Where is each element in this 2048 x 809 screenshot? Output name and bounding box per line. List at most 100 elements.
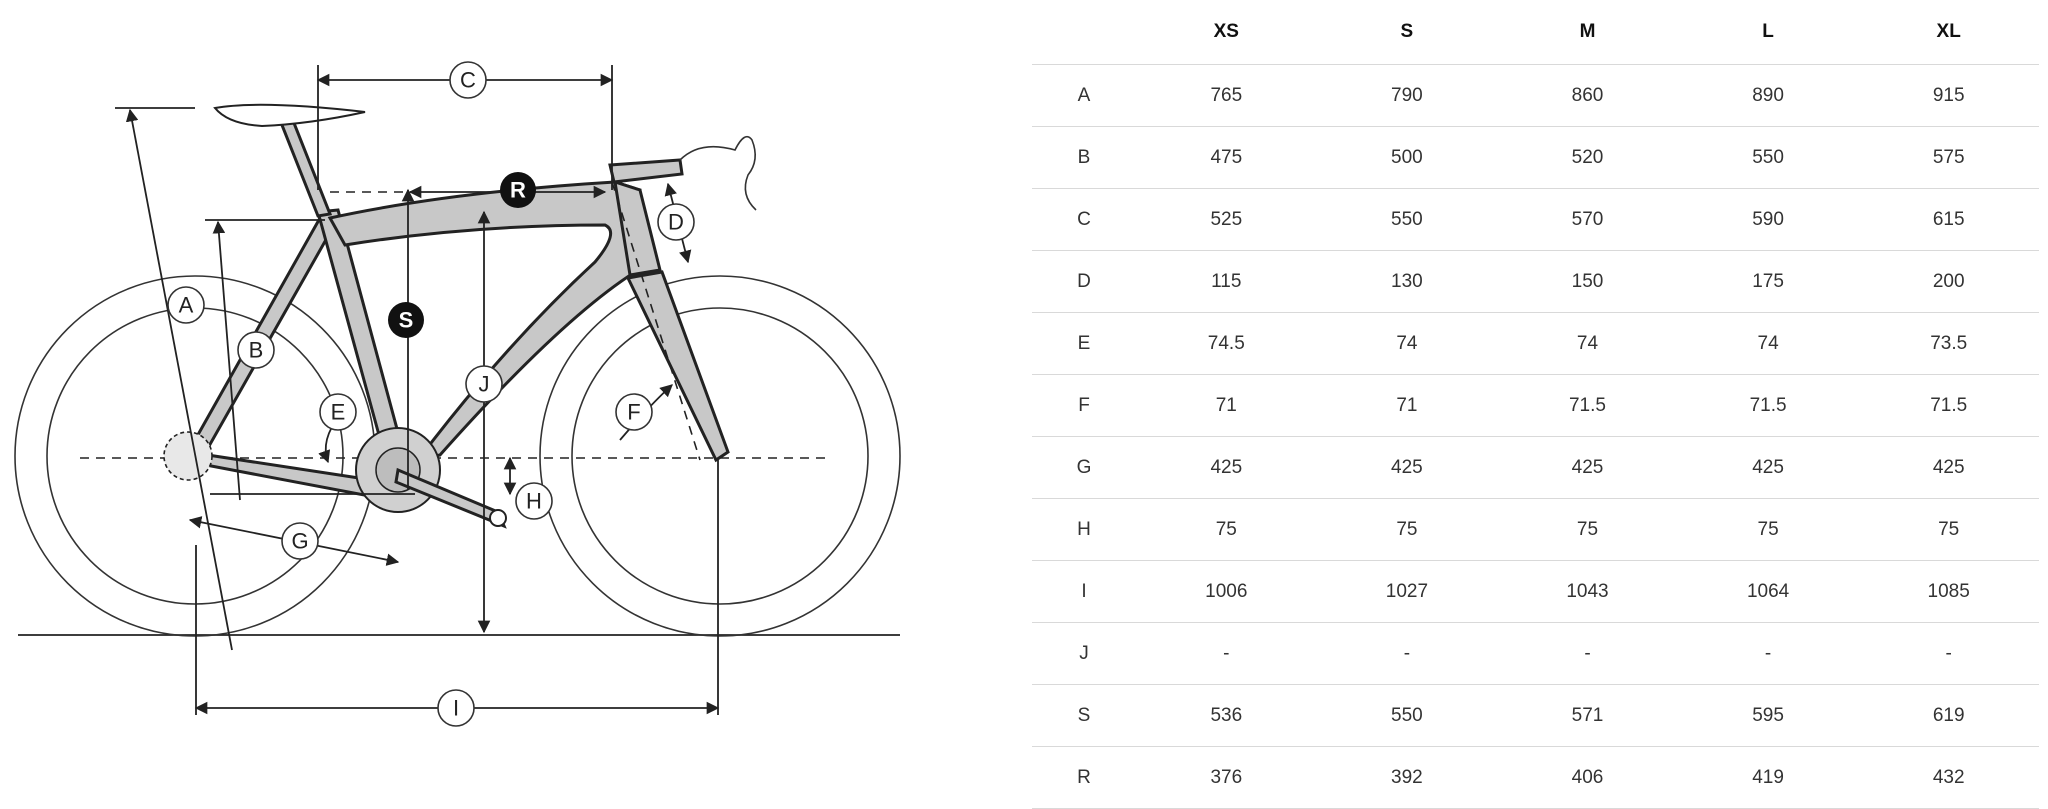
label-A: A (167, 286, 205, 324)
crank-arm (394, 467, 507, 529)
cell: 536 (1136, 684, 1317, 747)
row-label: B (1032, 126, 1136, 189)
cell: 915 (1858, 64, 2039, 127)
cell: 425 (1858, 436, 2039, 499)
cell: - (1858, 622, 2039, 685)
row-label: E (1032, 312, 1136, 375)
cell: 200 (1858, 250, 2039, 313)
cell: 765 (1136, 64, 1317, 127)
cell: 75 (1136, 498, 1317, 561)
cell: 75 (1677, 498, 1859, 561)
table-row: F 71 71 71.5 71.5 71.5 (1032, 374, 2039, 437)
cell: 1064 (1677, 560, 1859, 623)
table-header-row: XS S M L XL (1032, 0, 2039, 65)
cell: 1085 (1858, 560, 2039, 623)
cell: 71.5 (1858, 374, 2039, 437)
cell: 890 (1677, 64, 1859, 127)
label-I: I (437, 689, 475, 727)
label-B: B (237, 331, 275, 369)
row-label: G (1032, 436, 1136, 499)
svg-text:F: F (627, 400, 640, 425)
svg-text:I: I (453, 696, 459, 721)
table-row: R 376 392 406 419 432 (1032, 746, 2039, 809)
label-C: C (449, 61, 487, 99)
cell: 71 (1136, 374, 1317, 437)
row-label: R (1032, 746, 1136, 809)
cell: 115 (1136, 250, 1317, 313)
cell: 406 (1497, 746, 1678, 809)
cell: 425 (1497, 436, 1678, 499)
cell: 550 (1316, 188, 1498, 251)
row-label: I (1032, 560, 1136, 623)
row-label: H (1032, 498, 1136, 561)
header-blank (1032, 0, 1136, 65)
row-label: S (1032, 684, 1136, 747)
stem (608, 158, 684, 184)
cell: 175 (1677, 250, 1859, 313)
table-row: J - - - - - (1032, 622, 2039, 685)
cell: 1006 (1136, 560, 1317, 623)
svg-text:R: R (510, 178, 526, 203)
header-size-m: M (1497, 0, 1678, 65)
row-label: F (1032, 374, 1136, 437)
cell: 525 (1136, 188, 1317, 251)
cell: 520 (1497, 126, 1678, 189)
cell: 570 (1497, 188, 1678, 251)
svg-text:D: D (668, 210, 684, 235)
cell: 376 (1136, 746, 1317, 809)
cell: 615 (1858, 188, 2039, 251)
cell: 860 (1497, 64, 1678, 127)
svg-text:J: J (479, 372, 490, 397)
svg-text:A: A (179, 293, 194, 318)
cell: 619 (1858, 684, 2039, 747)
svg-text:C: C (460, 68, 476, 93)
table-row: C 525 550 570 590 615 (1032, 188, 2039, 251)
cell: 74 (1497, 312, 1678, 375)
cell: 475 (1136, 126, 1317, 189)
cell: 71 (1316, 374, 1498, 437)
label-R: R (500, 172, 536, 208)
label-S: S (388, 302, 424, 338)
handlebar (679, 135, 757, 211)
cell: 432 (1858, 746, 2039, 809)
table-row: I 1006 1027 1043 1064 1085 (1032, 560, 2039, 623)
cell: 575 (1858, 126, 2039, 189)
rear-cassette (163, 431, 213, 481)
cell: 550 (1316, 684, 1498, 747)
row-label: J (1032, 622, 1136, 685)
cell: 595 (1677, 684, 1859, 747)
row-label: D (1032, 250, 1136, 313)
cell: 130 (1316, 250, 1498, 313)
header-size-xl: XL (1858, 0, 2039, 65)
cell: 571 (1497, 684, 1678, 747)
cell: 425 (1136, 436, 1317, 499)
cell: 790 (1316, 64, 1498, 127)
cell: 425 (1316, 436, 1498, 499)
svg-text:E: E (331, 400, 346, 425)
cell: 71.5 (1677, 374, 1859, 437)
cell: 75 (1858, 498, 2039, 561)
cell: 500 (1316, 126, 1498, 189)
header-size-l: L (1677, 0, 1859, 65)
cell: 73.5 (1858, 312, 2039, 375)
seat-post (277, 116, 333, 218)
cell: 75 (1316, 498, 1498, 561)
cell: 550 (1677, 126, 1859, 189)
cell: - (1136, 622, 1317, 685)
svg-text:S: S (399, 308, 414, 333)
front-wheel (539, 275, 901, 637)
cell: 392 (1316, 746, 1498, 809)
label-D: D (657, 203, 695, 241)
table-row: D 115 130 150 175 200 (1032, 250, 2039, 313)
cell: - (1497, 622, 1678, 685)
row-label: A (1032, 64, 1136, 127)
header-size-s: S (1316, 0, 1498, 65)
label-E: E (319, 393, 357, 431)
table-row: S 536 550 571 595 619 (1032, 684, 2039, 747)
svg-text:G: G (291, 529, 308, 554)
header-size-xs: XS (1136, 0, 1317, 65)
cell: 74 (1677, 312, 1859, 375)
cell: 75 (1497, 498, 1678, 561)
geometry-table: XS S M L XL A 765 790 860 890 915 B 475 … (1032, 0, 2039, 809)
cell: 1043 (1497, 560, 1678, 623)
